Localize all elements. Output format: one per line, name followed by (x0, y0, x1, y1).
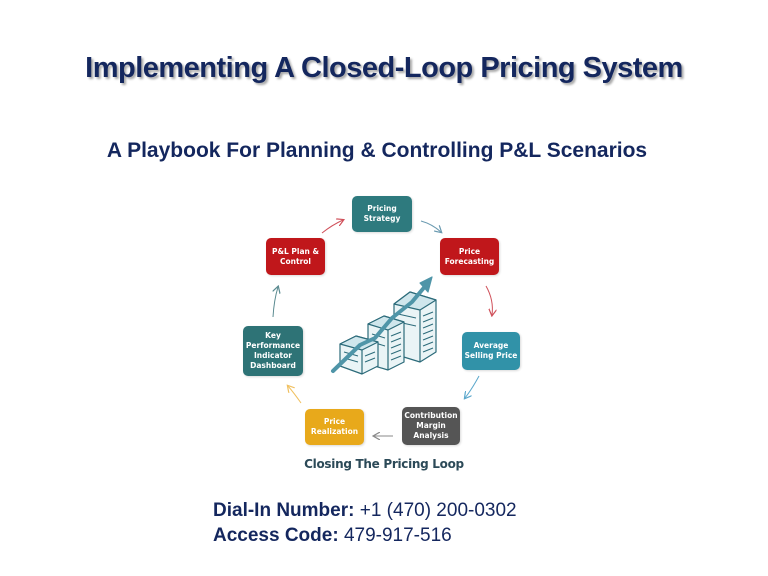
diagram-caption: Closing The Pricing Loop (304, 457, 464, 471)
node-pl-plan-control: P&L Plan & Control (266, 238, 325, 275)
arrow-asp-to-contribution (465, 375, 480, 398)
slide-title: Implementing A Closed-Loop Pricing Syste… (85, 52, 683, 84)
node-average-selling-price: Average Selling Price (462, 332, 520, 370)
buildings-growth-arrow-icon (331, 276, 437, 375)
node-pricing-strategy: Pricing Strategy (352, 196, 412, 232)
arrow-forecasting-to-asp (485, 285, 492, 315)
dial-in-label: Dial-In Number: (213, 500, 355, 521)
access-code-label: Access Code: (213, 525, 339, 546)
access-code-line: Access Code: 479-917-516 (213, 525, 452, 547)
node-price-realization: Price Realization (305, 409, 364, 445)
node-contribution-margin-analysis: Contribution Margin Analysis (402, 407, 460, 445)
arrow-kpi-to-pl (273, 287, 278, 318)
arrow-pl-to-strategy (321, 220, 343, 234)
arrow-strategy-to-forecasting (420, 220, 441, 232)
arrow-realization-to-kpi (288, 386, 302, 404)
slide-subtitle: A Playbook For Planning & Controlling P&… (106, 139, 648, 162)
dial-in-line: Dial-In Number: +1 (470) 200-0302 (213, 500, 517, 522)
node-price-forecasting: Price Forecasting (440, 238, 499, 275)
node-kpi-dashboard: Key Performance Indicator Dashboard (243, 326, 303, 376)
dial-in-value: +1 (470) 200-0302 (359, 500, 517, 521)
access-code-value: 479-917-516 (343, 525, 452, 546)
